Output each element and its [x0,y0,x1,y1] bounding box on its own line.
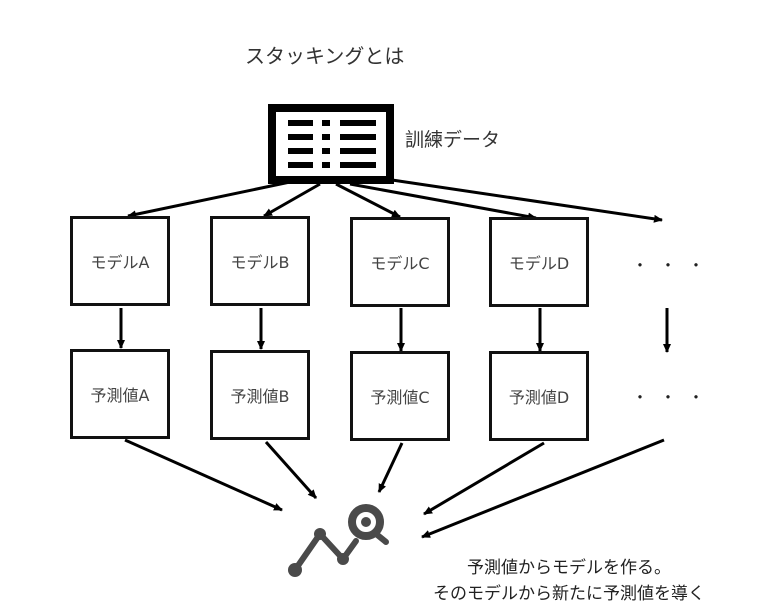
training-data-label: 訓練データ [405,129,501,151]
model-box-c: モデルC [350,217,450,307]
model-box-b: モデルB [210,216,310,306]
arrow-pred-c-to-meta [377,442,404,493]
model-label: モデルC [370,254,430,273]
arrow-pred-b-to-meta [264,441,318,499]
diagram-title: スタッキングとは [245,44,405,68]
training-data-icon [268,104,394,184]
prediction-box-c: 予測値C [350,351,450,441]
prediction-label: 予測値D [508,388,570,407]
models-ellipsis: ・・・ [632,256,717,275]
meta-model-caption: 予測値からモデルを作る。 そのモデルから新たに予測値を導く [370,555,768,607]
arrow-data-to-model-c [335,182,401,219]
arrow-pred-d-to-meta [423,441,545,516]
model-box-a: モデルA [70,216,170,306]
prediction-label: 予測値A [90,386,150,405]
prediction-label: 予測値B [230,387,290,406]
arrow-data-to-model-a [127,180,291,219]
predictions-ellipsis: ・・・ [632,388,717,407]
model-box-d: モデルD [489,217,589,307]
caption-line-2: そのモデルから新たに予測値を導く [433,584,705,604]
caption-line-1: 予測値からモデルを作る。 [467,558,671,578]
arrow-data-to-more [391,178,663,223]
prediction-box-a: 予測値A [70,349,170,439]
prediction-label: 予測値C [370,388,430,407]
prediction-box-b: 予測値B [210,350,310,440]
table-icon [288,120,376,168]
arrow-more-to-meta [421,438,665,539]
arrow-data-to-model-d [349,182,537,221]
model-label: モデルB [230,253,290,272]
model-label: モデルA [90,253,150,272]
arrow-pred-a-to-meta [124,438,283,512]
model-label: モデルD [508,254,570,273]
prediction-box-d: 予測値D [489,351,589,441]
arrow-data-to-model-b [263,182,321,218]
